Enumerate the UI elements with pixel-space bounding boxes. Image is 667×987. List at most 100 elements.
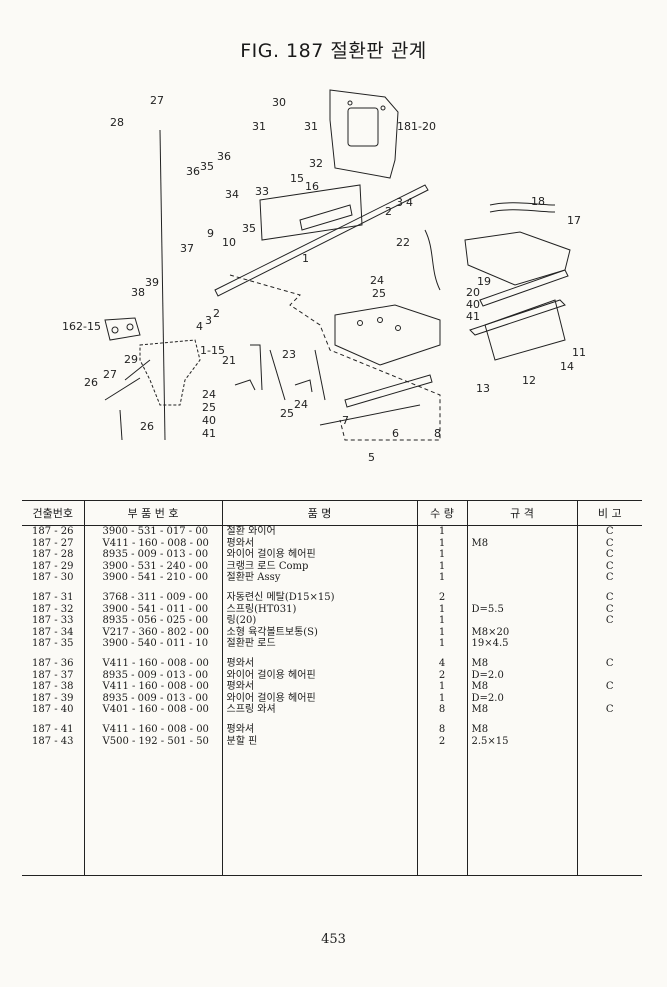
cell-quantity: 2	[416, 591, 467, 604]
cell-remark	[576, 735, 642, 748]
header-quantity: 수 량	[416, 500, 467, 526]
spacer-cell	[576, 715, 642, 724]
spacer-cell	[221, 649, 417, 658]
cell-part-name: 소형 육각볼트보통(S)	[221, 626, 417, 639]
cell-part-number: V411 - 160 - 008 - 00	[83, 681, 222, 693]
callout-label: 38	[131, 286, 145, 299]
cell-part-name: 크랭크 로드 Comp	[221, 560, 417, 573]
left-bracket	[104, 317, 141, 341]
cell-specification: M8	[466, 723, 577, 736]
cell-part-name: 링(20)	[221, 615, 417, 627]
crank-rod	[104, 359, 151, 401]
cell-drawing-no: 187 - 32	[31, 603, 74, 615]
cell-part-name: 분할 핀	[221, 735, 417, 748]
callout-label: 4	[406, 196, 413, 209]
callout-label: 30	[272, 96, 286, 109]
callout-label: 17	[567, 214, 581, 227]
cell-remark	[576, 692, 642, 705]
cell-drawing-no: 187 - 37	[31, 669, 74, 681]
callout-label: 21	[222, 354, 236, 367]
exploded-parts-diagram: 27 28 30 31 31 32 181-20 36 35 36 33 15 …	[62, 89, 586, 464]
callout-label: 36	[186, 165, 200, 178]
cell-remark: C	[576, 525, 642, 538]
spacer-cell	[576, 649, 642, 658]
callout-label: 15	[290, 172, 304, 185]
cell-remark: C	[576, 549, 642, 561]
callout-label: 40	[466, 298, 480, 311]
callout-label: 29	[124, 353, 138, 366]
cell-drawing-no: 187 - 39	[31, 692, 74, 704]
callout-label: 12	[522, 374, 536, 387]
spacer-cell	[221, 583, 417, 592]
table-spacer-row	[22, 715, 642, 724]
callout-label: 1	[302, 252, 309, 265]
cell-remark	[576, 723, 642, 736]
cell-remark	[576, 626, 642, 639]
cell-drawing-no: 187 - 38	[31, 681, 74, 693]
filler-cell	[576, 747, 642, 877]
spacer-cell	[416, 715, 467, 724]
filler-cell	[22, 747, 84, 877]
page-title: FIG. 187 절환판 관계	[240, 40, 427, 62]
filler-cell	[221, 747, 417, 877]
callout-label: 28	[110, 116, 124, 129]
callout-label: 31	[252, 120, 266, 133]
cell-specification: M8	[466, 657, 577, 670]
mounting-plate	[329, 89, 399, 179]
callout-label: 20	[466, 286, 480, 299]
callout-label: 23	[282, 348, 296, 361]
cell-quantity: 1	[416, 692, 467, 705]
callout-label: 40	[202, 414, 216, 427]
cell-quantity: 1	[416, 626, 467, 639]
cell-specification	[466, 549, 577, 561]
spacer-cell	[576, 583, 642, 592]
callout-label: 39	[145, 276, 159, 289]
cell-drawing-no: 187 - 36	[31, 657, 74, 669]
callout-label: 14	[560, 360, 574, 373]
cell-quantity: 8	[416, 723, 467, 736]
page-number: 453	[321, 932, 346, 947]
callout-label: 7	[342, 414, 349, 427]
callout-label: 3	[396, 196, 403, 209]
callout-label: 27	[150, 94, 164, 107]
cell-part-number: 3900 - 541 - 011 - 00	[83, 603, 222, 616]
cell-quantity: 2	[416, 669, 467, 682]
cell-remark	[576, 669, 642, 682]
cell-part-name: 평와서	[221, 537, 417, 550]
cell-part-number: 3900 - 541 - 210 - 00	[83, 572, 222, 584]
spacer-cell	[466, 715, 577, 724]
cell-specification	[466, 572, 577, 584]
callout-label: 13	[476, 382, 490, 395]
cell-quantity: 1	[416, 638, 467, 650]
callout-label: 33	[255, 185, 269, 198]
cell-part-name: 평와서	[221, 657, 417, 670]
spacer-cell	[416, 583, 467, 592]
cell-part-name: 와이어 걸이용 헤어핀	[221, 549, 417, 561]
cell-drawing-no: 187 - 26	[31, 526, 74, 537]
callout-label: 27	[103, 368, 117, 381]
callout-label: 36	[217, 150, 231, 163]
callout-label: 35	[242, 222, 256, 235]
cell-part-number: 3768 - 311 - 009 - 00	[83, 591, 222, 604]
cell-part-name: 절환 와이어	[221, 525, 417, 538]
cell-part-name: 절환판 Assy	[221, 572, 417, 584]
cell-drawing-no: 187 - 43	[31, 735, 74, 747]
table-filler-row	[22, 747, 642, 877]
cell-part-name: 와이어 걸이용 헤어핀	[221, 692, 417, 705]
cell-quantity: 2	[416, 735, 467, 748]
filler-cell	[83, 747, 222, 877]
spacer-cell	[466, 649, 577, 658]
cell-quantity: 1	[416, 603, 467, 616]
cell-part-number: V411 - 160 - 008 - 00	[83, 657, 222, 670]
spacer-cell	[83, 649, 222, 658]
cell-remark	[576, 638, 642, 650]
callout-label: 31	[304, 120, 318, 133]
callout-label: 181-20	[397, 120, 436, 133]
callout-label: 24	[202, 388, 216, 401]
